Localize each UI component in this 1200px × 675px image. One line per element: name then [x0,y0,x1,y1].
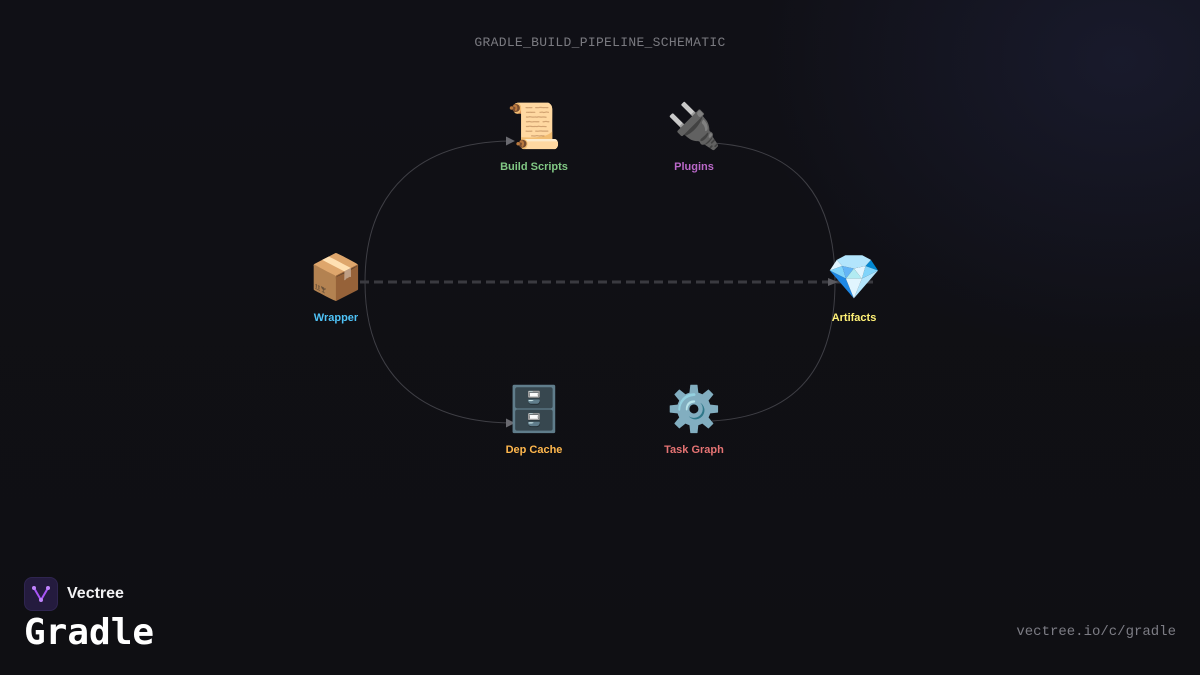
node-task-graph[interactable]: ⚙️ Task Graph [634,384,754,456]
diagram-title: GRADLE_BUILD_PIPELINE_SCHEMATIC [474,35,726,50]
node-label-artifacts: Artifacts [831,312,877,324]
edge-wrapper-dep-cache [364,281,515,428]
node-label-task-graph: Task Graph [664,444,724,456]
brand-name: Vectree [67,585,124,602]
node-label-plugins: Plugins [674,161,714,173]
gem-icon: 💎 [826,253,882,302]
package-icon: 📦 [308,253,364,302]
edge-plugins-artifacts [711,142,836,283]
vectree-logo-icon [24,577,58,611]
node-label-build-scripts: Build Scripts [500,161,568,173]
product-title: Gradle [24,612,155,653]
edge-wrapper-artifacts-arrowhead [828,278,838,286]
brand: Vectree [24,577,124,611]
edge-wrapper-build-scripts [364,136,515,283]
scroll-icon: 📜 [506,102,562,151]
node-dep-cache[interactable]: 🗄️ Dep Cache [474,384,594,456]
node-build-scripts[interactable]: 📜 Build Scripts [474,101,594,173]
brand-url[interactable]: vectree.io/c/gradle [1016,624,1176,640]
file-cabinet-icon: 🗄️ [506,385,562,434]
node-label-wrapper: Wrapper [313,312,359,324]
node-label-dep-cache: Dep Cache [505,444,563,456]
edge-task-graph-artifacts [711,281,836,422]
gear-icon: ⚙️ [666,385,722,434]
node-plugins[interactable]: 🔌 Plugins [634,101,754,173]
plug-icon: 🔌 [666,102,722,151]
node-wrapper[interactable]: 📦 Wrapper [276,252,396,324]
node-artifacts[interactable]: 💎 Artifacts [794,252,914,324]
